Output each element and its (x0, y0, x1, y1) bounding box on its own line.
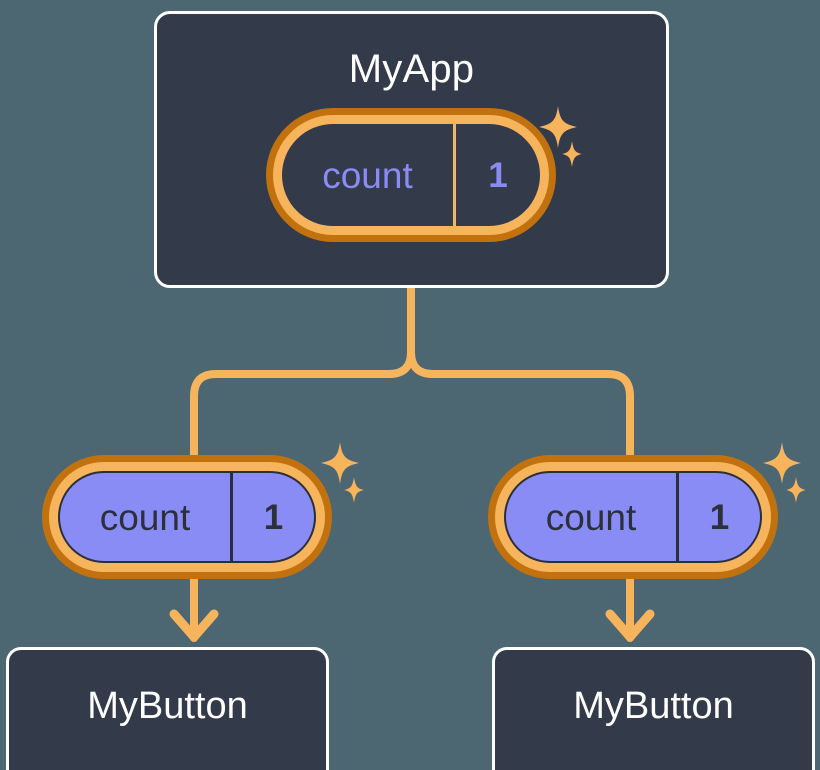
component-label: MyButton (87, 685, 248, 727)
component-label: MyButton (573, 685, 734, 727)
child-right-button[interactable]: MyButton (492, 647, 815, 770)
state-pill-inner-ring: count 1 (495, 462, 771, 572)
sparkle-large-icon (763, 442, 801, 484)
arrow-head-left-icon (169, 609, 219, 642)
sparkle-large-icon (321, 442, 359, 484)
child-left-button[interactable]: MyButton (6, 647, 329, 770)
state-pill-root[interactable]: count 1 (266, 108, 556, 242)
connector-root-fork (190, 282, 415, 464)
state-pill-core: count 1 (504, 471, 762, 563)
state-pill-core: count 1 (58, 471, 316, 563)
arrow-head-right-icon (605, 609, 655, 642)
state-value-label: 1 (709, 497, 730, 537)
state-key-label: count (282, 124, 456, 226)
state-value-label: 1 (488, 155, 508, 195)
state-pill-inner-ring: count 1 (273, 115, 549, 235)
connector-root-fork-right (407, 348, 634, 464)
sparkle-small-icon (344, 477, 364, 503)
state-key-label: count (60, 473, 233, 561)
state-key-label: count (506, 473, 679, 561)
state-value-label: 1 (263, 497, 284, 537)
state-pill-child-right[interactable]: count 1 (488, 455, 778, 579)
state-pill-core: count 1 (282, 124, 540, 226)
page-title: MyApp (348, 47, 475, 91)
sparkle-small-icon (786, 477, 806, 503)
state-pill-inner-ring: count 1 (49, 462, 325, 572)
state-pill-child-left[interactable]: count 1 (42, 455, 332, 579)
